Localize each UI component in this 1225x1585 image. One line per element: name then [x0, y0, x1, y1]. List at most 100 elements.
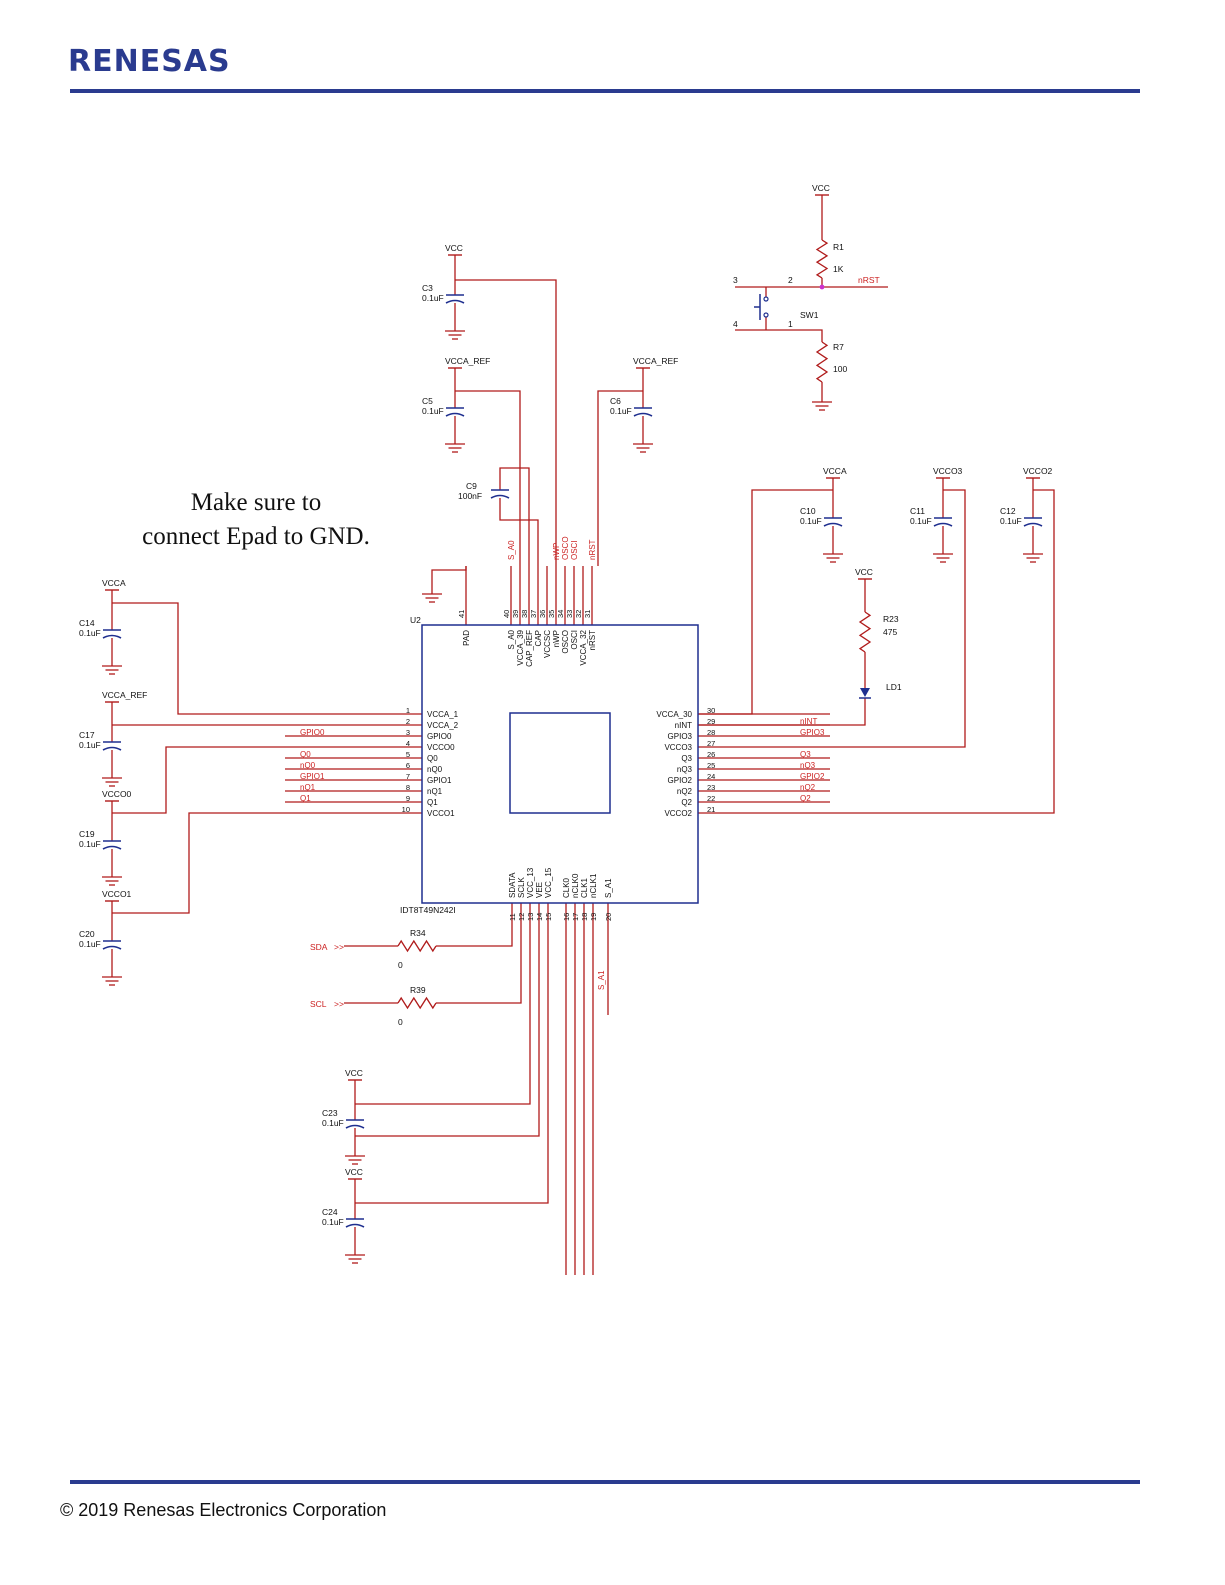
pin-name-31: nRST: [588, 630, 597, 651]
net-label-Q3: Q3: [800, 750, 811, 759]
net-label-Q0: Q0: [300, 750, 311, 759]
scl-net-label: SCL: [310, 999, 327, 1009]
r1-ref: R1: [833, 242, 844, 252]
pin-name-13: VCC_13: [526, 867, 535, 898]
pin-number-24: 24: [707, 772, 715, 781]
C10-value: 0.1uF: [800, 516, 822, 526]
pin-name-5: Q0: [427, 754, 438, 763]
pin-number-16: 16: [562, 913, 571, 921]
pin-name-11: SDATA: [508, 872, 517, 898]
C20-value: 0.1uF: [79, 939, 101, 949]
net-label-GPIO1: GPIO1: [300, 772, 325, 781]
C24-symbol-plate-b: [345, 1223, 365, 1228]
r1-symbol: [815, 239, 829, 279]
pad-ground-wire: [431, 566, 467, 588]
pin-name-38: CAP_REF: [525, 630, 534, 667]
footer-copyright: © 2019 Renesas Electronics Corporation: [60, 1500, 387, 1520]
net-label-Q2: Q2: [800, 794, 811, 803]
net-label-GPIO0: GPIO0: [300, 728, 325, 737]
pin-name-4: VCCO0: [427, 743, 455, 752]
C23-symbol-plate-b: [345, 1124, 365, 1129]
pin-number-13: 13: [526, 913, 535, 921]
C11-value: 0.1uF: [910, 516, 932, 526]
net-label-S_A1: S_A1: [597, 970, 606, 990]
C23-ref: C23: [322, 1108, 338, 1118]
pin-name-17: nCLK0: [571, 873, 580, 898]
parts: [102, 194, 1043, 1264]
c14-to-vcca1: [112, 602, 285, 715]
net-label-Q1: Q1: [300, 794, 311, 803]
pin-number-35: 35: [547, 610, 556, 618]
sw1-to-r7: [735, 329, 823, 342]
c5-rail-label: VCCA_REF: [445, 356, 490, 366]
pin-number-7: 7: [406, 772, 410, 781]
r39-value: 0: [398, 1017, 403, 1027]
pin-number-33: 33: [565, 610, 574, 618]
r34-to-sdata: [436, 915, 513, 947]
c23-to-vcc13: [355, 915, 531, 1105]
pin-number-20: 20: [604, 913, 613, 921]
c9-ref: C9: [466, 481, 477, 491]
net-label-nQ3: nQ3: [800, 761, 816, 770]
C20-ref: C20: [79, 929, 95, 939]
pin-number-11: 11: [508, 913, 517, 921]
sw1-ref: SW1: [800, 310, 819, 320]
c3-rail-label: VCC: [445, 243, 463, 253]
C6-ref: C6: [610, 396, 621, 406]
net-label-nQ1: nQ1: [300, 783, 316, 792]
pin-number-21: 21: [707, 805, 715, 814]
pin-number-30: 30: [707, 706, 715, 715]
pin-number-17: 17: [571, 913, 580, 921]
sw1-terminal-b: [763, 312, 769, 318]
C12-ref: C12: [1000, 506, 1016, 516]
c9-wire-bottom: [499, 498, 539, 566]
r39-symbol: [397, 996, 437, 1010]
pin-name-6: nQ0: [427, 765, 443, 774]
pin-number-19: 19: [589, 913, 598, 921]
pin-name-9: Q1: [427, 798, 438, 807]
r39-to-sclk: [436, 915, 522, 1004]
r34-value: 0: [398, 960, 403, 970]
C11-ref: C11: [910, 506, 925, 516]
pin-name-39: VCCA_39: [516, 629, 525, 665]
pin-name-35: nWP: [552, 630, 561, 647]
pin-number-14: 14: [535, 913, 544, 921]
c23-to-vee: [355, 915, 540, 1137]
pin-number-6: 6: [406, 761, 410, 770]
c19-rail-label: VCCO0: [102, 789, 132, 799]
pin-name-24: GPIO2: [668, 776, 693, 785]
sda-net-label: SDA: [310, 942, 328, 952]
C6-symbol-plate-b: [633, 412, 653, 417]
r34-ref: R34: [410, 928, 426, 938]
c5-to-vcca39: [455, 390, 521, 566]
pin-name-41: PAD: [462, 630, 471, 646]
sw1-pin-4: 4: [733, 319, 738, 329]
pin-number-41: 41: [457, 610, 466, 618]
pin-name-32: VCCA_32: [579, 629, 588, 665]
pin-name-2: VCCA_2: [427, 721, 459, 730]
pin-name-27: VCCO3: [664, 743, 692, 752]
c12-rail-label: VCCO2: [1023, 466, 1053, 476]
C17-value: 0.1uF: [79, 740, 101, 750]
C14-value: 0.1uF: [79, 628, 101, 638]
pin-number-38: 38: [520, 610, 529, 618]
ld1-ref: LD1: [886, 682, 902, 692]
c20-to-vcco1: [112, 812, 285, 914]
pin-name-26: Q3: [681, 754, 692, 763]
net-label-OSCO: OSCO: [561, 536, 570, 560]
pin-name-3: GPIO0: [427, 732, 452, 741]
pin-number-1: 1: [406, 706, 410, 715]
wires: [111, 195, 1055, 1275]
C5-ref: C5: [422, 396, 433, 406]
c24-rail-label: VCC: [345, 1167, 363, 1177]
ld1-triangle: [860, 688, 870, 697]
r23-value: 475: [883, 627, 897, 637]
chip-ref: U2: [410, 615, 421, 625]
sda-port-arrow: >>: [334, 942, 344, 952]
pin-number-27: 27: [707, 739, 715, 748]
C24-value: 0.1uF: [322, 1217, 344, 1227]
header-rule: [70, 89, 1140, 93]
c14-rail-label: VCCA: [102, 578, 126, 588]
pin-name-19: nCLK1: [589, 873, 598, 898]
